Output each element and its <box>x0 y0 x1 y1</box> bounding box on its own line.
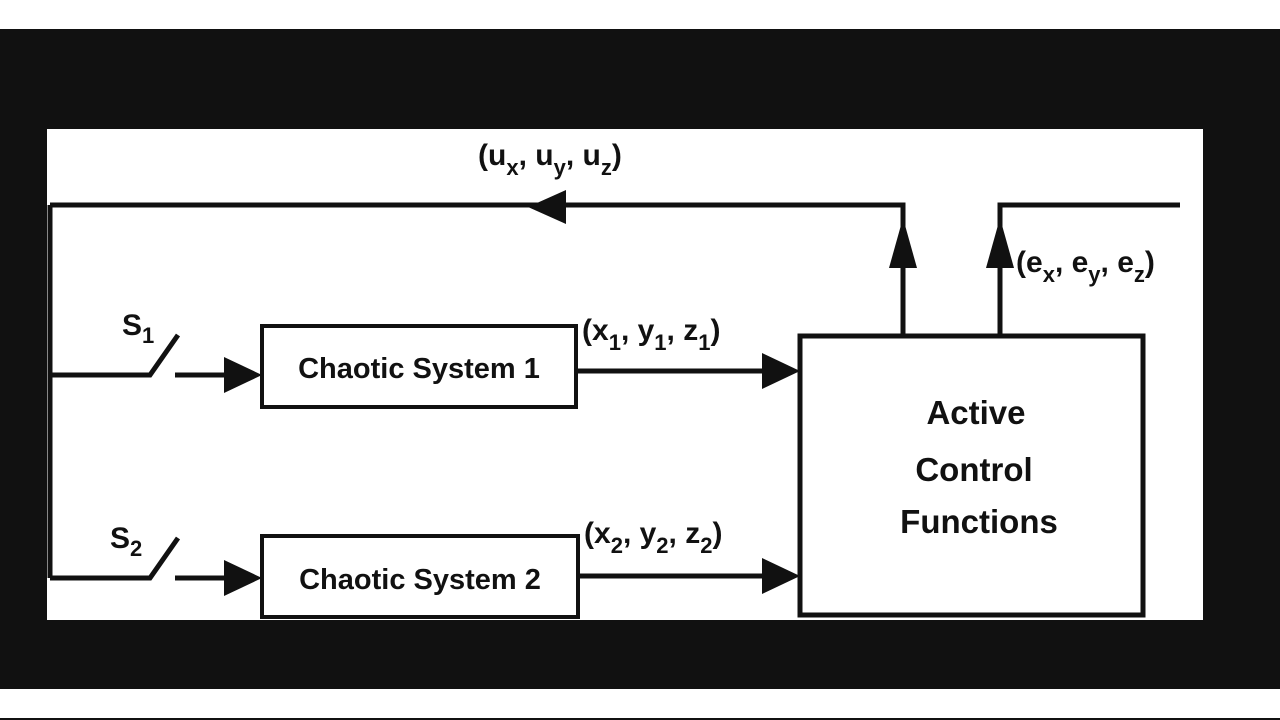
switch-s1 <box>50 333 181 378</box>
error-line <box>997 202 1180 335</box>
active-control-functions-box <box>797 333 1146 618</box>
controller-label-line2: Control <box>915 451 1032 488</box>
chaotic-system-1-label: Chaotic System 1 <box>298 353 540 385</box>
arrow-up-icon <box>986 218 1014 268</box>
feedback-line <box>50 202 906 335</box>
arrow-left-icon <box>528 190 566 224</box>
arrow-right-icon <box>762 353 800 389</box>
arrow-up-icon <box>889 218 917 268</box>
arrow-right-icon <box>224 357 262 393</box>
bottom-divider <box>0 718 1280 720</box>
switch-s1-label: S1 <box>122 309 154 348</box>
switch-s2-label: S2 <box>110 522 142 561</box>
chaotic-system-2-box <box>260 534 580 619</box>
controller-label-line1: Active <box>926 394 1025 431</box>
arrow-right-icon <box>224 560 262 596</box>
controller-label-line3: Functions <box>900 503 1058 540</box>
chaotic-system-2-label: Chaotic System 2 <box>299 564 541 596</box>
switch-s2 <box>50 536 181 581</box>
chaotic-system-1-box <box>260 324 578 409</box>
arrow-right-icon <box>762 558 800 594</box>
